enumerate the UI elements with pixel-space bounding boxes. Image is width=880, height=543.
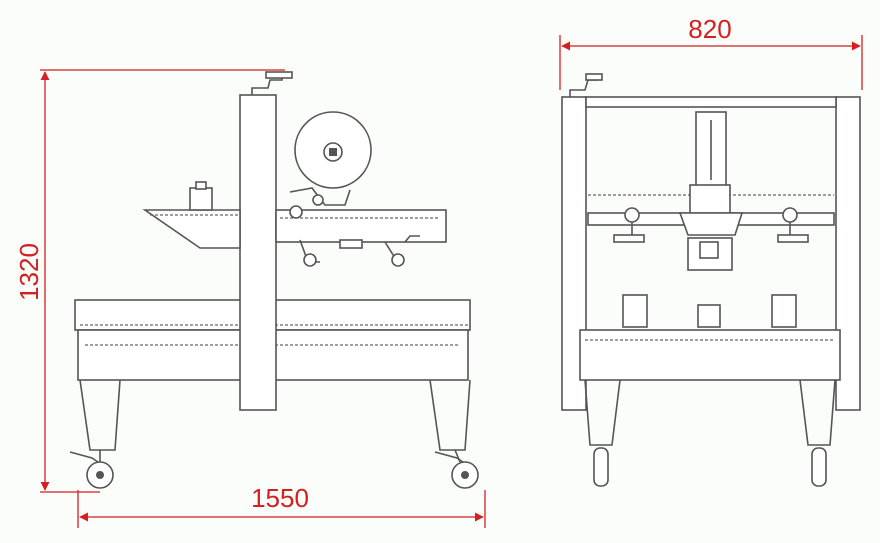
side-right-leg	[429, 379, 471, 451]
side-column	[239, 94, 277, 411]
front-view-machine	[561, 73, 861, 487]
front-base	[579, 329, 841, 381]
front-tape-head	[678, 212, 744, 236]
front-left-leg	[584, 379, 621, 446]
front-right-leg	[799, 379, 836, 446]
front-top-beam	[585, 96, 837, 108]
front-left-caster	[593, 447, 609, 487]
side-left-leg	[79, 379, 121, 451]
side-view-machine	[69, 71, 479, 489]
front-right-roller	[782, 207, 798, 223]
length-dimension-label: 1550	[251, 483, 309, 513]
width-dimension-label: 820	[688, 14, 731, 44]
height-dimension-label: 1320	[14, 243, 44, 301]
front-left-roller	[624, 207, 640, 223]
dimension-lines	[40, 35, 863, 528]
front-right-caster	[811, 447, 827, 487]
